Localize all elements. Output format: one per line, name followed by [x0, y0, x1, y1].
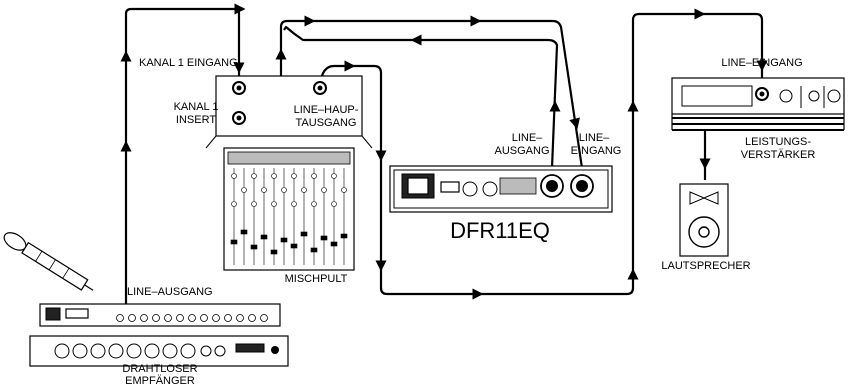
- mixer-faders: [230, 168, 348, 265]
- mixer-console: [223, 147, 355, 271]
- amp-line-input-jack: [755, 87, 769, 101]
- cable-receiver-to-mixer: [124, 7, 241, 312]
- dfr11eq-line-output-xlr: [540, 174, 564, 198]
- label-line-hauptausgang: LINE–HAUP-: [294, 104, 359, 116]
- label-line-ausgang-receiver: LINE–AUSGANG: [127, 286, 213, 298]
- label-drahtloser: DRAHTLOSER: [122, 363, 197, 375]
- wireless-receiver: [29, 303, 289, 367]
- label-line-hauptausgang-line2: TAUSGANG: [296, 117, 357, 129]
- cable-insert-return: [283, 25, 559, 169]
- label-empfaenger: EMPFÄNGER: [125, 375, 195, 387]
- label-leistungs: LEISTUNGS-: [745, 136, 811, 148]
- power-amplifier: [671, 77, 845, 180]
- label-amp-line-eingang: LINE–EINGANG: [721, 57, 802, 69]
- label-kanal1-insert-line2: INSERT: [176, 114, 216, 126]
- label-dfr-line-eingang-line2: EINGANG: [571, 145, 622, 157]
- label-dfr-line-ausgang: LINE–: [512, 132, 543, 144]
- label-dfr-line-ausgang-line2: AUSGANG: [494, 145, 549, 157]
- labels: KANAL 1 EINGANG KANAL 1 INSERT LINE–HAUP…: [122, 57, 815, 387]
- label-kanal1-eingang: KANAL 1 EINGANG: [139, 57, 238, 69]
- speaker: [679, 183, 729, 257]
- label-dfr11eq: DFR11EQ: [450, 218, 550, 243]
- receiver-rear-panel: [39, 303, 281, 327]
- microphone-icon: [3, 232, 94, 291]
- dfr11eq-unit: [389, 165, 613, 213]
- cable-arrows: [120, 3, 768, 300]
- label-kanal1-insert: KANAL 1: [174, 101, 219, 113]
- label-mischpult: MISCHPULT: [285, 273, 348, 285]
- mixer: [205, 75, 373, 271]
- label-verstaerker: VERSTÄRKER: [741, 149, 816, 161]
- label-lautsprecher: LAUTSPRECHER: [661, 260, 750, 272]
- label-dfr-line-eingang: LINE–: [579, 132, 610, 144]
- mixer-knobs: [231, 173, 347, 207]
- cable-mainout-to-amp: [318, 12, 764, 296]
- dfr11eq-line-input-xlr: [570, 174, 594, 198]
